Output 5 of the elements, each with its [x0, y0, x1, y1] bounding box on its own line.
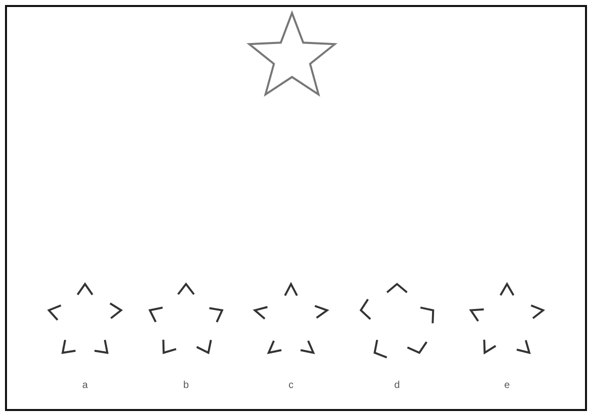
option-letter: e: [503, 380, 511, 391]
option-letter: b: [182, 380, 190, 391]
option-letter: a: [81, 380, 89, 391]
option-letter: d: [393, 380, 401, 391]
option-letter: c: [288, 380, 294, 391]
